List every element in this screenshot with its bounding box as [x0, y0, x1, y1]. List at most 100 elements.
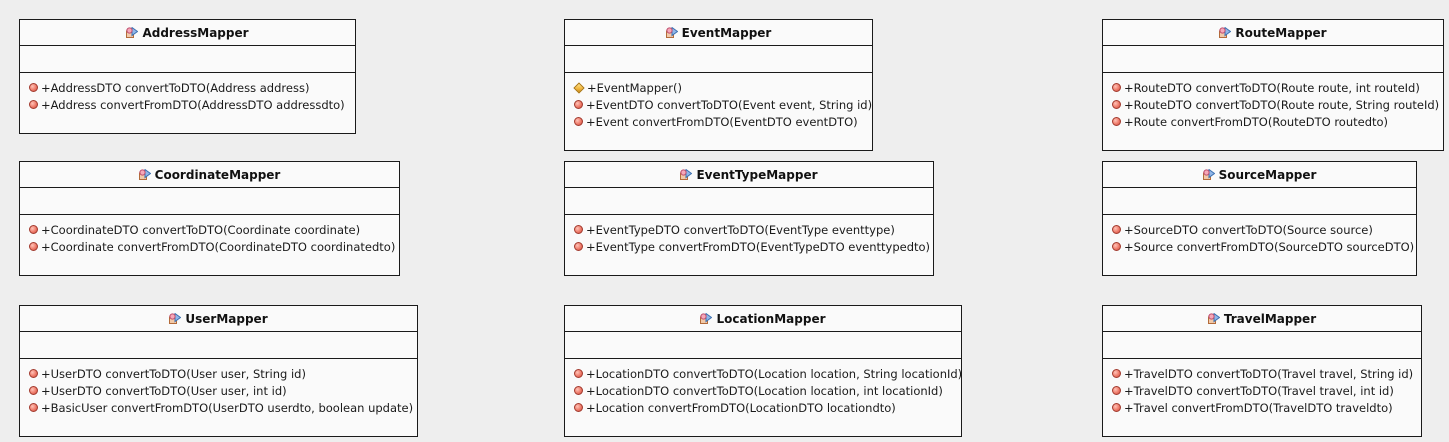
operation-signature: +UserDTO convertToDTO(User user, String … — [41, 366, 306, 381]
operation-signature: +SourceDTO convertToDTO(Source source) — [1124, 222, 1373, 237]
operation-row[interactable]: +EventDTO convertToDTO(Event event, Stri… — [565, 96, 872, 113]
operation-row[interactable]: +RouteDTO convertToDTO(Route route, int … — [1103, 79, 1443, 96]
attributes-compartment — [20, 46, 355, 73]
class-box-travel-mapper[interactable]: TravelMapper +TravelDTO convertToDTO(Tra… — [1102, 305, 1422, 437]
operation-row[interactable]: +EventTypeDTO convertToDTO(EventType eve… — [565, 221, 933, 238]
operation-row[interactable]: +Address convertFromDTO(AddressDTO addre… — [20, 96, 355, 113]
operation-row[interactable]: +Event convertFromDTO(EventDTO eventDTO) — [565, 113, 872, 130]
class-box-route-mapper[interactable]: RouteMapper +RouteDTO convertToDTO(Route… — [1102, 19, 1444, 151]
public-method-icon — [574, 117, 583, 126]
attributes-compartment — [565, 188, 933, 215]
operation-signature: +EventType convertFromDTO(EventTypeDTO e… — [586, 239, 931, 254]
class-name: EventTypeMapper — [696, 167, 818, 182]
class-icon — [680, 169, 693, 180]
class-box-coordinate-mapper[interactable]: CoordinateMapper +CoordinateDTO convertT… — [19, 161, 400, 276]
operation-signature: +LocationDTO convertToDTO(Location locat… — [586, 366, 963, 381]
operation-signature: +Event convertFromDTO(EventDTO eventDTO) — [586, 114, 858, 129]
operation-signature: +RouteDTO convertToDTO(Route route, int … — [1124, 80, 1420, 95]
class-name: CoordinateMapper — [154, 167, 281, 182]
operation-row[interactable]: +UserDTO convertToDTO(User user, String … — [20, 365, 417, 382]
public-method-icon — [1112, 369, 1121, 378]
operations-compartment: +RouteDTO convertToDTO(Route route, int … — [1103, 73, 1443, 130]
public-method-icon — [29, 100, 38, 109]
attributes-compartment — [1103, 332, 1421, 359]
public-method-icon — [29, 403, 38, 412]
class-header: LocationMapper — [565, 306, 961, 332]
operation-signature: +EventMapper() — [587, 80, 682, 95]
operation-row[interactable]: +Travel convertFromDTO(TravelDTO traveld… — [1103, 399, 1421, 416]
operation-signature: +EventTypeDTO convertToDTO(EventType eve… — [586, 222, 895, 237]
operation-row[interactable]: +AddressDTO convertToDTO(Address address… — [20, 79, 355, 96]
operation-signature: +EventDTO convertToDTO(Event event, Stri… — [586, 97, 873, 112]
operation-signature: +Location convertFromDTO(LocationDTO loc… — [586, 400, 896, 415]
operations-compartment: +EventTypeDTO convertToDTO(EventType eve… — [565, 215, 933, 255]
class-icon — [1207, 313, 1220, 324]
class-box-user-mapper[interactable]: UserMapper +UserDTO convertToDTO(User us… — [19, 305, 418, 437]
operation-row[interactable]: +EventType convertFromDTO(EventTypeDTO e… — [565, 238, 933, 255]
public-method-icon — [1112, 386, 1121, 395]
class-name: LocationMapper — [716, 311, 826, 326]
operation-row[interactable]: +Coordinate convertFromDTO(CoordinateDTO… — [20, 238, 399, 255]
public-method-icon — [574, 225, 583, 234]
public-method-icon — [574, 242, 583, 251]
public-method-icon — [29, 386, 38, 395]
constructor-icon — [573, 81, 585, 94]
operation-row[interactable]: +Source convertFromDTO(SourceDTO sourceD… — [1103, 238, 1416, 255]
operation-row[interactable]: +LocationDTO convertToDTO(Location locat… — [565, 365, 963, 382]
operation-signature: +Coordinate convertFromDTO(CoordinateDTO… — [41, 239, 396, 254]
public-method-icon — [29, 83, 38, 92]
public-method-icon — [29, 369, 38, 378]
operation-signature: +Route convertFromDTO(RouteDTO routedto) — [1124, 114, 1389, 129]
class-header: AddressMapper — [20, 20, 355, 46]
class-name: AddressMapper — [142, 25, 249, 40]
attributes-compartment — [1103, 46, 1443, 73]
operation-row[interactable]: +CoordinateDTO convertToDTO(Coordinate c… — [20, 221, 399, 238]
operation-row[interactable]: +BasicUser convertFromDTO(UserDTO userdt… — [20, 399, 417, 416]
class-name: RouteMapper — [1235, 25, 1327, 40]
operation-row[interactable]: +SourceDTO convertToDTO(Source source) — [1103, 221, 1416, 238]
operation-row[interactable]: +Location convertFromDTO(LocationDTO loc… — [565, 399, 961, 416]
attributes-compartment — [1103, 188, 1416, 215]
operation-row[interactable]: +TravelDTO convertToDTO(Travel travel, i… — [1103, 382, 1421, 399]
class-name: UserMapper — [185, 311, 268, 326]
class-box-event-mapper[interactable]: EventMapper +EventMapper() +EventDTO con… — [564, 19, 873, 151]
operation-signature: +Travel convertFromDTO(TravelDTO traveld… — [1124, 400, 1393, 415]
class-icon — [665, 27, 678, 38]
public-method-icon — [574, 386, 583, 395]
operation-signature: +CoordinateDTO convertToDTO(Coordinate c… — [41, 222, 361, 237]
operation-signature: +UserDTO convertToDTO(User user, int id) — [41, 383, 287, 398]
operation-row[interactable]: +EventMapper() — [565, 79, 872, 96]
public-method-icon — [574, 403, 583, 412]
class-header: SourceMapper — [1103, 162, 1416, 188]
class-header: CoordinateMapper — [20, 162, 399, 188]
operation-row[interactable]: +TravelDTO convertToDTO(Travel travel, S… — [1103, 365, 1421, 382]
class-box-address-mapper[interactable]: AddressMapper +AddressDTO convertToDTO(A… — [19, 19, 356, 134]
public-method-icon — [1112, 100, 1121, 109]
class-name: SourceMapper — [1218, 167, 1317, 182]
public-method-icon — [1112, 242, 1121, 251]
operations-compartment: +LocationDTO convertToDTO(Location locat… — [565, 359, 963, 416]
operations-compartment: +AddressDTO convertToDTO(Address address… — [20, 73, 355, 113]
public-method-icon — [1112, 403, 1121, 412]
attributes-compartment — [20, 188, 399, 215]
operation-signature: +AddressDTO convertToDTO(Address address… — [41, 80, 310, 95]
attributes-compartment — [20, 332, 417, 359]
class-box-event-type-mapper[interactable]: EventTypeMapper +EventTypeDTO convertToD… — [564, 161, 934, 276]
operations-compartment: +UserDTO convertToDTO(User user, String … — [20, 359, 417, 416]
class-header: TravelMapper — [1103, 306, 1421, 332]
class-icon — [169, 313, 182, 324]
class-box-location-mapper[interactable]: LocationMapper +LocationDTO convertToDTO… — [564, 305, 962, 437]
operation-row[interactable]: +RouteDTO convertToDTO(Route route, Stri… — [1103, 96, 1443, 113]
operation-row[interactable]: +LocationDTO convertToDTO(Location locat… — [565, 382, 961, 399]
operation-row[interactable]: +UserDTO convertToDTO(User user, int id) — [20, 382, 417, 399]
operation-signature: +BasicUser convertFromDTO(UserDTO userdt… — [41, 400, 414, 415]
class-box-source-mapper[interactable]: SourceMapper +SourceDTO convertToDTO(Sou… — [1102, 161, 1417, 276]
operation-signature: +Source convertFromDTO(SourceDTO sourceD… — [1124, 239, 1415, 254]
class-header: RouteMapper — [1103, 20, 1443, 46]
public-method-icon — [574, 369, 583, 378]
operation-signature: +TravelDTO convertToDTO(Travel travel, i… — [1124, 383, 1394, 398]
operation-row[interactable]: +Route convertFromDTO(RouteDTO routedto) — [1103, 113, 1443, 130]
public-method-icon — [29, 225, 38, 234]
class-icon — [1202, 169, 1215, 180]
class-icon — [126, 27, 139, 38]
